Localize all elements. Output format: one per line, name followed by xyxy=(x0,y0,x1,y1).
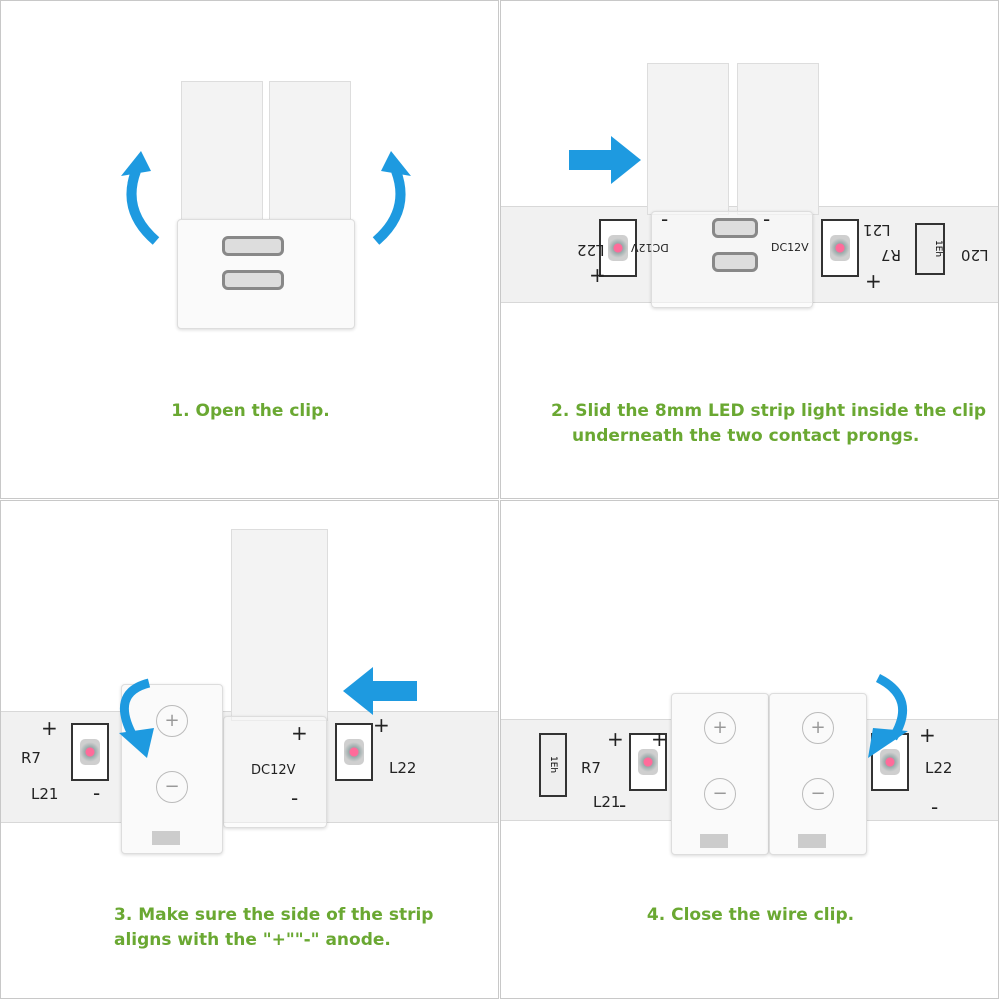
clip-lid-left xyxy=(647,63,729,215)
label-l22: L22 xyxy=(577,241,605,259)
plus-symbol-icon: + xyxy=(651,727,668,751)
label-dc12v: DC12V xyxy=(771,241,809,254)
plus-symbol-icon: + xyxy=(291,721,308,745)
caption-line: 3. Make sure the side of the strip xyxy=(114,905,434,925)
minus-symbol-icon: − xyxy=(704,778,736,810)
led-chip xyxy=(599,219,637,277)
minus-symbol-icon: − xyxy=(802,778,834,810)
step-1-panel: 1. Open the clip. xyxy=(0,0,499,499)
led-chip xyxy=(821,219,859,277)
led-chip xyxy=(71,723,109,781)
straight-arrow-icon xyxy=(569,136,641,184)
label-dc12v: DC12V xyxy=(631,241,669,254)
label-r7: R7 xyxy=(881,246,901,264)
minus-symbol-icon: - xyxy=(931,795,939,819)
plus-symbol-icon: + xyxy=(802,712,834,744)
led-chip xyxy=(335,723,373,781)
clip-tab xyxy=(798,834,826,848)
label-l21: L21 xyxy=(863,221,891,239)
plus-symbol-icon: + xyxy=(607,727,624,751)
plus-symbol-icon: + xyxy=(589,263,606,287)
clip-closed-half: + − xyxy=(671,693,769,855)
clip-closed-half: + − xyxy=(121,684,223,854)
plus-symbol-icon: + xyxy=(373,713,390,737)
caption-line: 2. Slid the 8mm LED strip light inside t… xyxy=(551,401,987,421)
curved-arrow-icon xyxy=(372,151,411,245)
clip-tab xyxy=(152,831,180,845)
curved-arrow-icon xyxy=(868,673,908,758)
contact-prong xyxy=(712,218,758,238)
label-l20: L20 xyxy=(961,246,989,264)
minus-symbol-icon: - xyxy=(291,786,299,810)
step-1-caption: 1. Open the clip. xyxy=(171,401,330,421)
step-2-caption: 2. Slid the 8mm LED strip light inside t… xyxy=(551,399,986,449)
step-4-panel: + − + − 1Eh R7 L21 L22 + + + - - 4. Clos… xyxy=(500,500,999,999)
curved-arrow-icon xyxy=(119,678,154,758)
plus-symbol-icon: + xyxy=(156,705,188,737)
minus-symbol-icon: - xyxy=(619,793,627,817)
label-l21: L21 xyxy=(593,793,621,811)
clip-base xyxy=(651,211,813,308)
clip-base xyxy=(177,219,355,329)
clip-closed-half: + − xyxy=(769,693,867,855)
curved-arrow-icon xyxy=(121,151,160,245)
plus-symbol-icon: + xyxy=(41,716,58,740)
clip-lid xyxy=(231,529,328,721)
resistor: 1Eh xyxy=(539,733,567,797)
contact-prong xyxy=(712,252,758,272)
plus-symbol-icon: + xyxy=(704,712,736,744)
clip-lid-right xyxy=(269,81,351,223)
label-l22: L22 xyxy=(925,759,953,777)
label-l21: L21 xyxy=(31,785,59,803)
label-l22: L22 xyxy=(389,759,417,777)
plus-symbol-icon: + xyxy=(865,269,882,293)
step-3-panel: + − R7 L21 DC12V L22 + + - + - 3. Make s… xyxy=(0,500,499,999)
minus-symbol-icon: - xyxy=(661,207,669,231)
step-4-caption: 4. Close the wire clip. xyxy=(646,905,855,925)
minus-symbol-icon: - xyxy=(93,781,101,805)
caption-line: underneath the two contact prongs. xyxy=(572,426,920,446)
contact-prong xyxy=(222,236,284,256)
label-dc12v: DC12V xyxy=(251,763,296,778)
clip-lid-right xyxy=(737,63,819,215)
led-chip xyxy=(629,733,667,791)
minus-symbol-icon: − xyxy=(156,771,188,803)
step-2-panel: L22 DC12V DC12V L21 R7 1Eh L20 + + - - 2… xyxy=(500,0,999,499)
caption-line: aligns with the "+""-" anode. xyxy=(114,930,391,950)
resistor: 1Eh xyxy=(915,223,945,275)
label-r7: R7 xyxy=(581,759,601,777)
step-3-caption: 3. Make sure the side of the strip align… xyxy=(114,903,433,953)
straight-arrow-icon xyxy=(343,667,417,715)
clip-tab xyxy=(700,834,728,848)
contact-prong xyxy=(222,270,284,290)
clip-lid-left xyxy=(181,81,263,223)
clip-open-base xyxy=(223,716,327,828)
label-r7: R7 xyxy=(21,749,41,767)
plus-symbol-icon: + xyxy=(919,723,936,747)
minus-symbol-icon: - xyxy=(763,207,771,231)
